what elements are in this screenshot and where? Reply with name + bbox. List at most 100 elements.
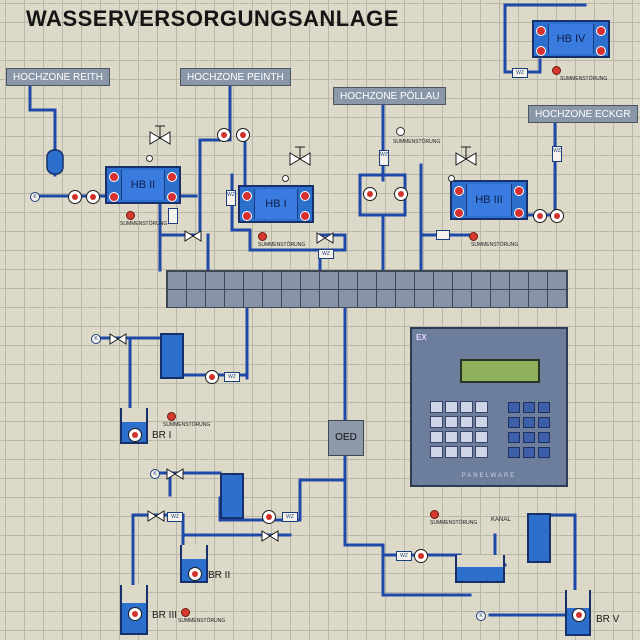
pump-eckgr-1[interactable] [533,209,547,223]
tank-br1-column[interactable] [160,333,184,379]
function-key[interactable] [445,431,458,443]
gauge-hb1 [282,175,289,182]
fault-label-br3: SUMMENSTÖRUNG [178,618,226,624]
function-key[interactable] [445,446,458,458]
well-br2-label: BR II [208,570,231,581]
tank-hb1-label: HB I [265,198,287,210]
pump-br2[interactable] [262,510,276,524]
status-lamp-br3 [181,608,190,617]
function-key[interactable] [475,446,488,458]
basin-kanal [455,555,505,583]
function-key[interactable] [460,446,473,458]
pump-indicator-poellau [396,127,405,136]
water-meter-peinth: WZ [226,190,236,206]
k-marker-reith: K [30,192,40,202]
gauge-hb3 [448,175,455,182]
well-br1[interactable] [120,408,148,444]
fault-label-oed: SUMMENSTÖRUNG [430,520,478,526]
function-key[interactable] [430,401,443,413]
fault-label-hb4: SUMMENSTÖRUNG [560,76,608,82]
water-meter-poellau: WZ [379,150,389,166]
pump-reith-1[interactable] [68,190,82,204]
gauge-hb2 [146,155,153,162]
function-key[interactable] [460,416,473,428]
numeric-key[interactable] [538,447,550,458]
water-meter-hb1: WZ [318,249,334,259]
numeric-key[interactable] [523,417,535,428]
function-key[interactable] [445,416,458,428]
numeric-key[interactable] [523,447,535,458]
water-meter-eckgr: WZ [552,146,562,162]
water-meter-br2b: WZ [282,512,298,522]
pump-peinth-1[interactable] [217,128,231,142]
status-lamp-hb1 [258,232,267,241]
function-key[interactable] [475,431,488,443]
numeric-key[interactable] [523,432,535,443]
filter-hb3 [436,230,450,240]
zone-label-eckgr: HOCHZONE ECKGR [528,105,638,123]
numeric-key[interactable] [538,402,550,413]
panel-display [460,359,540,383]
water-meter-br2a: WZ [167,512,183,522]
numeric-key[interactable] [508,432,520,443]
function-key[interactable] [430,431,443,443]
status-lamp-oed [430,510,439,519]
numeric-key[interactable] [538,432,550,443]
numeric-key[interactable] [523,402,535,413]
tank-br2-column[interactable] [220,473,244,519]
function-key[interactable] [445,401,458,413]
pump-peinth-2[interactable] [236,128,250,142]
panel-logo: EX [416,333,427,342]
status-lamp-hb2 [126,211,135,220]
tank-hb4[interactable]: HB IV [532,20,610,58]
numeric-key[interactable] [508,447,520,458]
water-meter-oed: WZ [396,551,412,561]
pump-oed-out[interactable] [414,549,428,563]
k-marker-br1: K [91,334,101,344]
tank-hb2-label: HB II [130,179,156,191]
panel-brand: PANELWARE [461,473,517,479]
pump-br1[interactable] [205,370,219,384]
zone-label-reith: HOCHZONE REITH [6,68,110,86]
status-lamp-hb4 [552,66,561,75]
water-meter-br1: WZ [224,372,240,382]
tank-hb3[interactable]: HB III [450,180,528,220]
well-br3[interactable] [120,585,148,635]
pump-poellau-1[interactable] [363,187,377,201]
fault-label-hb2: SUMMENSTÖRUNG [120,221,168,227]
zone-label-peinth: HOCHZONE PEINTH [180,68,291,86]
function-key[interactable] [460,431,473,443]
numeric-key[interactable] [538,417,550,428]
pump-reith-2[interactable] [86,190,100,204]
tank-kanal[interactable] [527,513,551,563]
status-lamp-br1 [167,412,176,421]
numeric-key[interactable] [508,402,520,413]
filter-hb2 [168,208,178,224]
well-br5-label: BR V [596,614,620,625]
well-br2[interactable] [180,545,208,583]
well-br3-label: BR III [152,610,178,621]
tank-hb4-label: HB IV [556,33,586,45]
fault-label-hb1: SUMMENSTÖRUNG [258,242,306,248]
k-marker-br5: K [476,611,486,621]
status-lamp-hb3 [469,232,478,241]
page-title: WASSERVERSORGUNGSANLAGE [26,6,399,31]
operator-panel[interactable]: EX PANELWARE [410,327,568,487]
pump-eckgr-2[interactable] [550,209,564,223]
function-key[interactable] [430,446,443,458]
function-key[interactable] [475,416,488,428]
function-key[interactable] [475,401,488,413]
distribution-bar [166,270,568,308]
numeric-key[interactable] [508,417,520,428]
tank-hb2[interactable]: HB II [105,166,181,204]
tank-hb3-label: HB III [475,194,503,206]
oed-unit[interactable]: OED [328,420,364,456]
function-key[interactable] [460,401,473,413]
function-key[interactable] [430,416,443,428]
well-br5[interactable] [565,590,591,636]
fault-label-hb3: SUMMENSTÖRUNG [471,242,519,248]
pump-poellau-2[interactable] [394,187,408,201]
tank-hb1[interactable]: HB I [238,185,314,223]
fault-label-poellau: SUMMENSTÖRUNG [393,139,441,145]
